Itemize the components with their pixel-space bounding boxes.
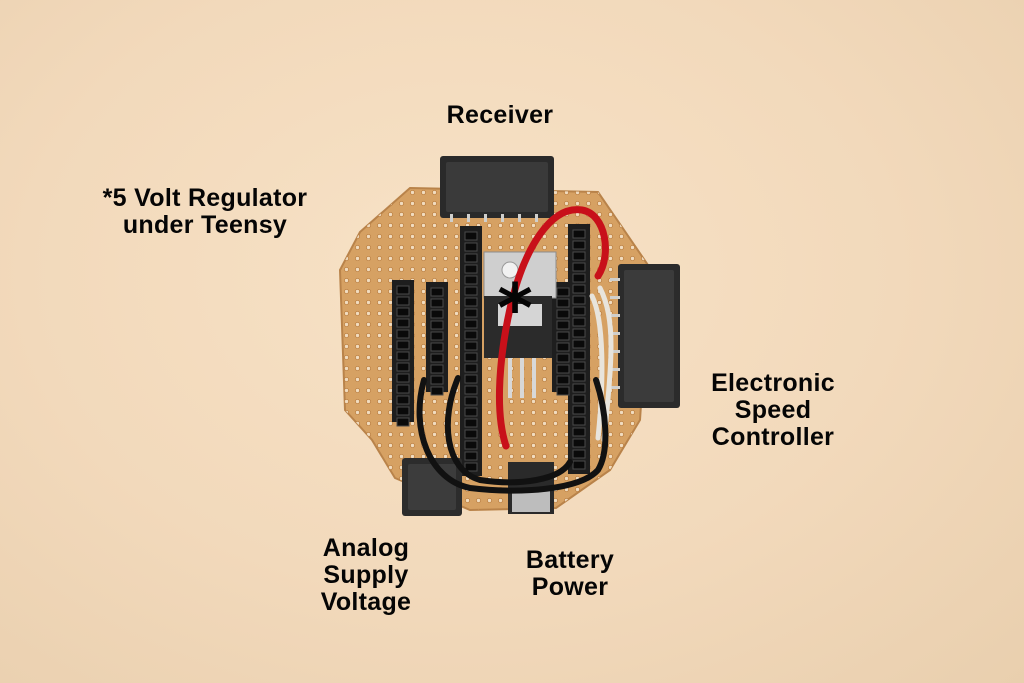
regulator-label-line1: *5 Volt Regulator (102, 184, 308, 212)
battery-label-line1: Battery (525, 546, 615, 574)
wires (416, 206, 614, 494)
regulator-marker: * (497, 270, 533, 349)
analog-label-line3: Voltage (320, 588, 412, 616)
regulator-label-line2: under Teensy (122, 211, 288, 239)
analog-label-line1: Analog (322, 534, 410, 562)
esc-label-line2: Speed (734, 396, 812, 424)
analog-label-line2: Supply (323, 561, 409, 589)
regulator-label: *5 Volt Regulator under Teensy (40, 185, 370, 239)
esc-label: Electronic Speed Controller (688, 370, 858, 451)
receiver-label-text: Receiver (446, 101, 554, 129)
esc-label-line1: Electronic (711, 369, 835, 397)
battery-label: Battery Power (500, 547, 640, 601)
battery-label-line2: Power (531, 573, 609, 601)
voltage-regulator (483, 251, 557, 398)
receiver-label: Receiver (402, 102, 598, 129)
analog-label: Analog Supply Voltage (300, 535, 432, 616)
esc-label-line3: Controller (711, 423, 835, 451)
